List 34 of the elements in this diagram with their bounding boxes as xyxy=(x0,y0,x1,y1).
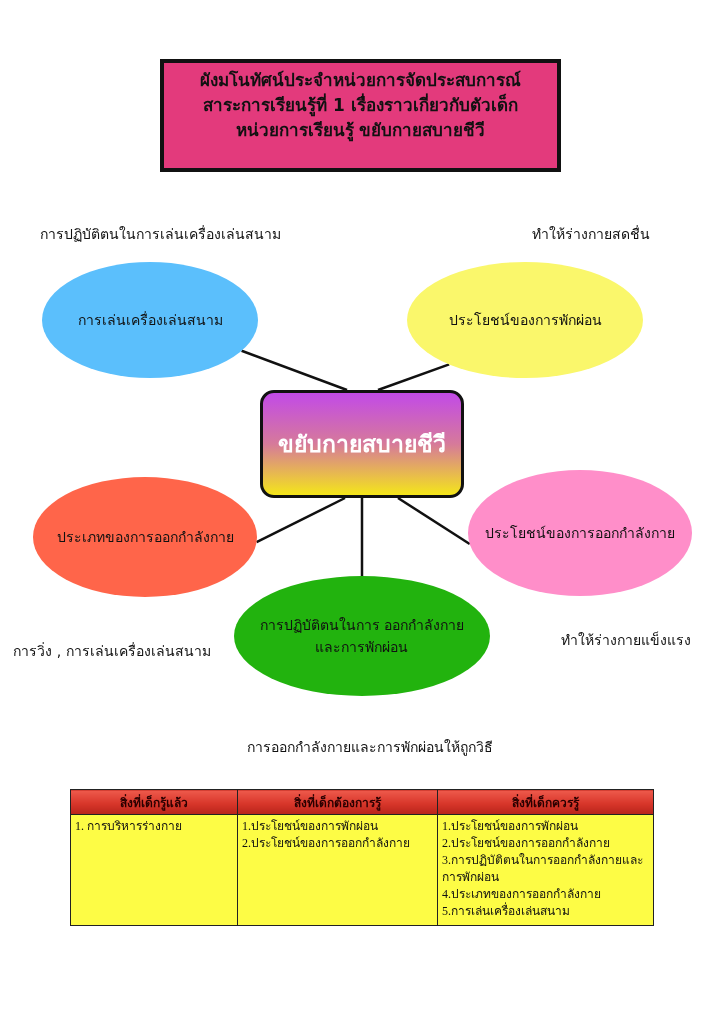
title-text: ผังมโนทัศน์ประจำหน่วยการจัดประสบการณ์ สาระการเรียนรู้ที่ 1 เรื่องราวเกี่ยวกับตัวเด็ก หน่วยการเรียนรู้ ขยับกายสบายชีวี xyxy=(199,69,522,143)
central-topic-box xyxy=(260,390,464,498)
topic-ellipse xyxy=(33,477,257,597)
note-text: ทำให้ร่างกายสดชื่น xyxy=(532,225,650,243)
topic-label: ประโยชน์ของการออกกำลังกาย xyxy=(485,524,675,543)
list-item: 1.ประโยชน์ของการพักผ่อน xyxy=(242,818,379,835)
list-item: 2.ประโยชน์ของการออกกำลังกาย xyxy=(242,835,411,852)
column-header: สิ่งที่เด็กควรรู้ xyxy=(437,789,654,815)
list-item: 1.ประโยชน์ของการพักผ่อน xyxy=(442,818,579,835)
note-text: การออกกำลังกายและการพักผ่อนให้ถูกวิธี xyxy=(247,738,493,756)
connector-line xyxy=(256,496,346,544)
topic-label: การเล่นเครื่องเล่นสนาม xyxy=(77,310,223,330)
topic-ellipse xyxy=(407,262,643,378)
topic-ellipse xyxy=(468,470,692,596)
list-item: 1. การบริหารร่างกาย xyxy=(75,818,183,835)
note-text: การวิ่ง , การเล่นเครื่องเล่นสนาม xyxy=(13,642,211,660)
list-item: 4.ประเภทของการออกกำลังกาย xyxy=(442,886,602,902)
topic-label: การปฏิบัติตนในการ ออกกำลังกาย และการพักผ่อน xyxy=(259,616,465,657)
list-item: 3.การปฏิบัติตนในการออกกำลังกายและการพักผ่อน xyxy=(442,852,644,886)
list-item: 2.ประโยชน์ของการออกกำลังกาย xyxy=(442,835,611,852)
topic-label: ประเภทของการออกกำลังกาย xyxy=(56,528,234,547)
list-item: 5.การเล่นเครื่องเล่นสนาม xyxy=(442,903,571,920)
topic-ellipse xyxy=(42,262,258,378)
note-text: การปฏิบัติตนในการเล่นเครื่องเล่นสนาม xyxy=(39,225,281,243)
column-header: สิ่งที่เด็กต้องการรู้ xyxy=(237,789,438,815)
topic-label: ประโยชน์ของการพักผ่อน xyxy=(448,311,602,330)
topic-label: ขยับกายสบายชีวี xyxy=(278,433,446,455)
connector-line xyxy=(377,363,450,392)
connector-line xyxy=(397,496,471,545)
connector-line xyxy=(241,349,348,392)
column-header: สิ่งที่เด็กรู้แล้ว xyxy=(70,789,238,815)
note-text: ทำให้ร่างกายแข็งแรง xyxy=(561,631,691,649)
topic-ellipse xyxy=(234,576,490,696)
connector-line xyxy=(360,498,364,576)
